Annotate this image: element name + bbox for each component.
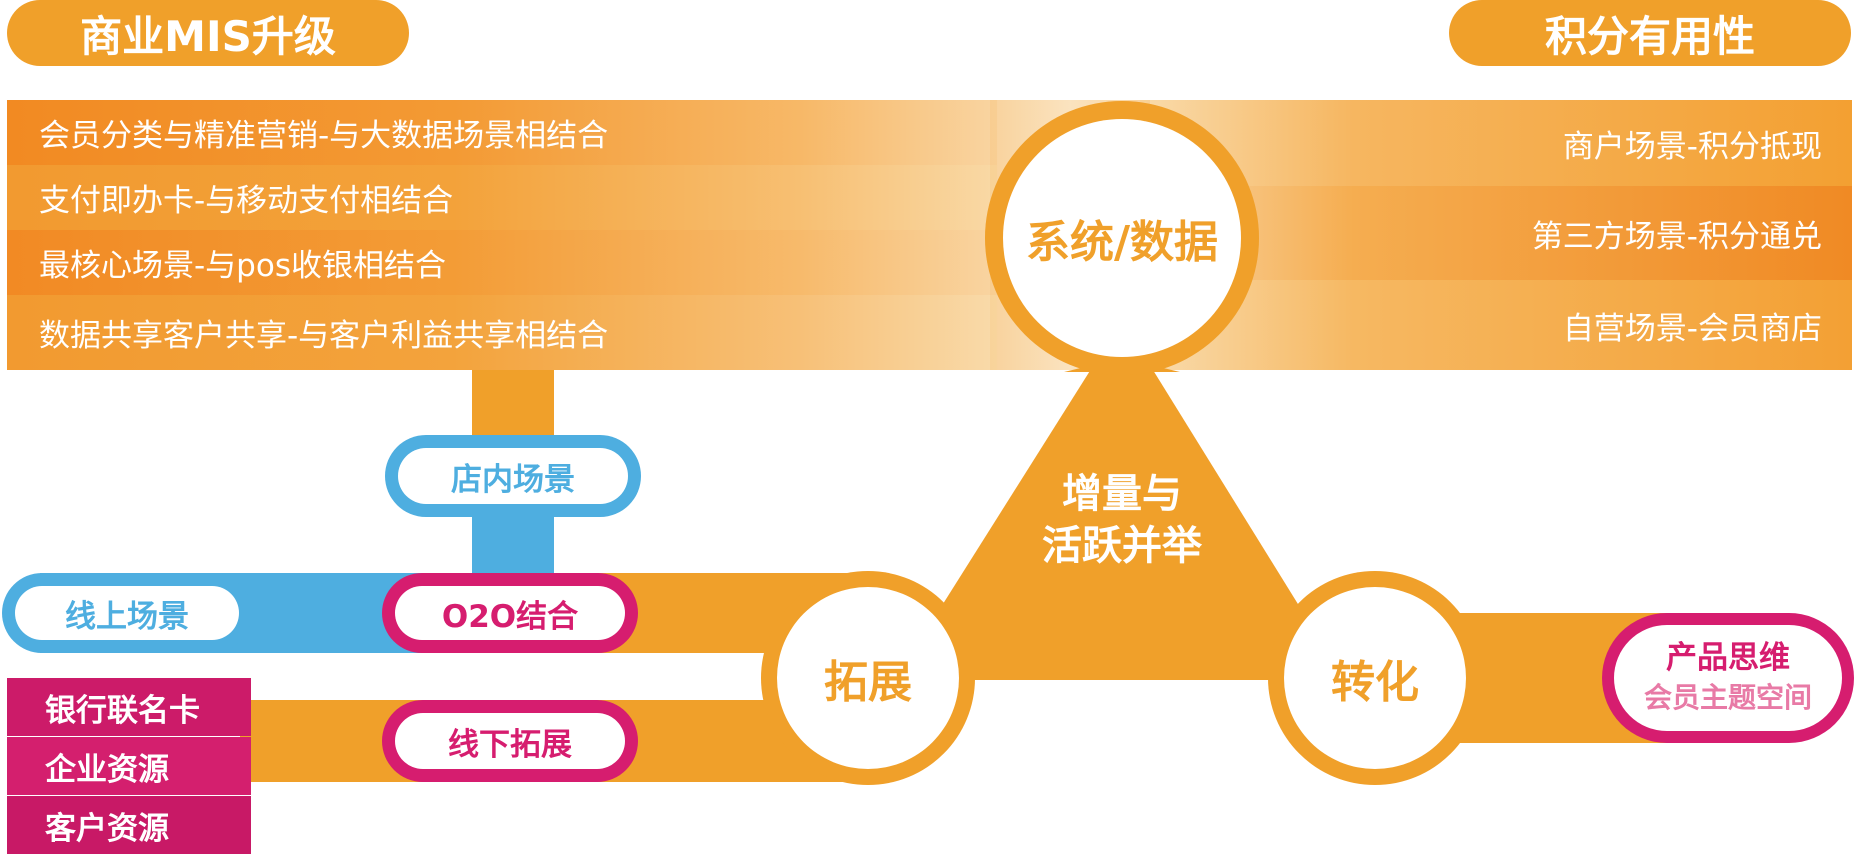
center-triangle xyxy=(895,320,1345,680)
left-item-1: 会员分类与精准营销-与大数据场景相结合 xyxy=(7,100,997,165)
label-growth-line1: 增量与 xyxy=(1062,471,1182,517)
label-product-line2: 会员主题空间 xyxy=(1643,681,1812,714)
label-convert: 转化 xyxy=(1331,657,1419,708)
connector-orange-vertical xyxy=(472,365,554,445)
circle-system-data-front xyxy=(1003,119,1241,357)
label-product-line1: 产品思维 xyxy=(1666,640,1790,676)
right-item-1: 商户场景-积分抵现 xyxy=(1140,100,1852,186)
left-item-4: 数据共享客户共享-与客户利益共享相结合 xyxy=(7,295,997,370)
circle-expand xyxy=(777,587,959,769)
label-online: 线上场景 xyxy=(65,598,189,635)
pill-offline xyxy=(395,713,625,769)
label-growth-line2: 活跃并举 xyxy=(1042,523,1202,569)
title-points-usefulness: 积分有用性 xyxy=(1449,0,1851,66)
pill-o2o xyxy=(395,586,625,640)
triangle-front xyxy=(1064,358,1180,372)
label-o2o: O2O结合 xyxy=(441,598,579,635)
side-item-enterprise: 企业资源 xyxy=(7,737,251,795)
label-product: 产品思维 会员主题空间 xyxy=(1614,632,1842,724)
label-in-store: 店内场景 xyxy=(451,461,575,498)
label-expand: 拓展 xyxy=(824,657,912,708)
label-offline: 线下拓展 xyxy=(448,726,572,763)
circle-convert xyxy=(1284,587,1466,769)
right-item-3: 自营场景-会员商店 xyxy=(1140,280,1852,370)
pill-product xyxy=(1614,625,1842,731)
left-item-3: 最核心场景-与pos收银相结合 xyxy=(7,230,997,295)
side-item-bank-card: 银行联名卡 xyxy=(7,678,251,736)
pill-online xyxy=(15,586,239,640)
pill-in-store xyxy=(398,448,628,504)
title-business-mis-upgrade: 商业MIS升级 xyxy=(7,0,409,66)
label-system-data: 系统/数据 xyxy=(1025,217,1219,268)
label-growth-activity: 增量与 活跃并举 xyxy=(980,465,1264,575)
side-item-customer: 客户资源 xyxy=(7,796,251,854)
left-item-2: 支付即办卡-与移动支付相结合 xyxy=(7,165,997,230)
